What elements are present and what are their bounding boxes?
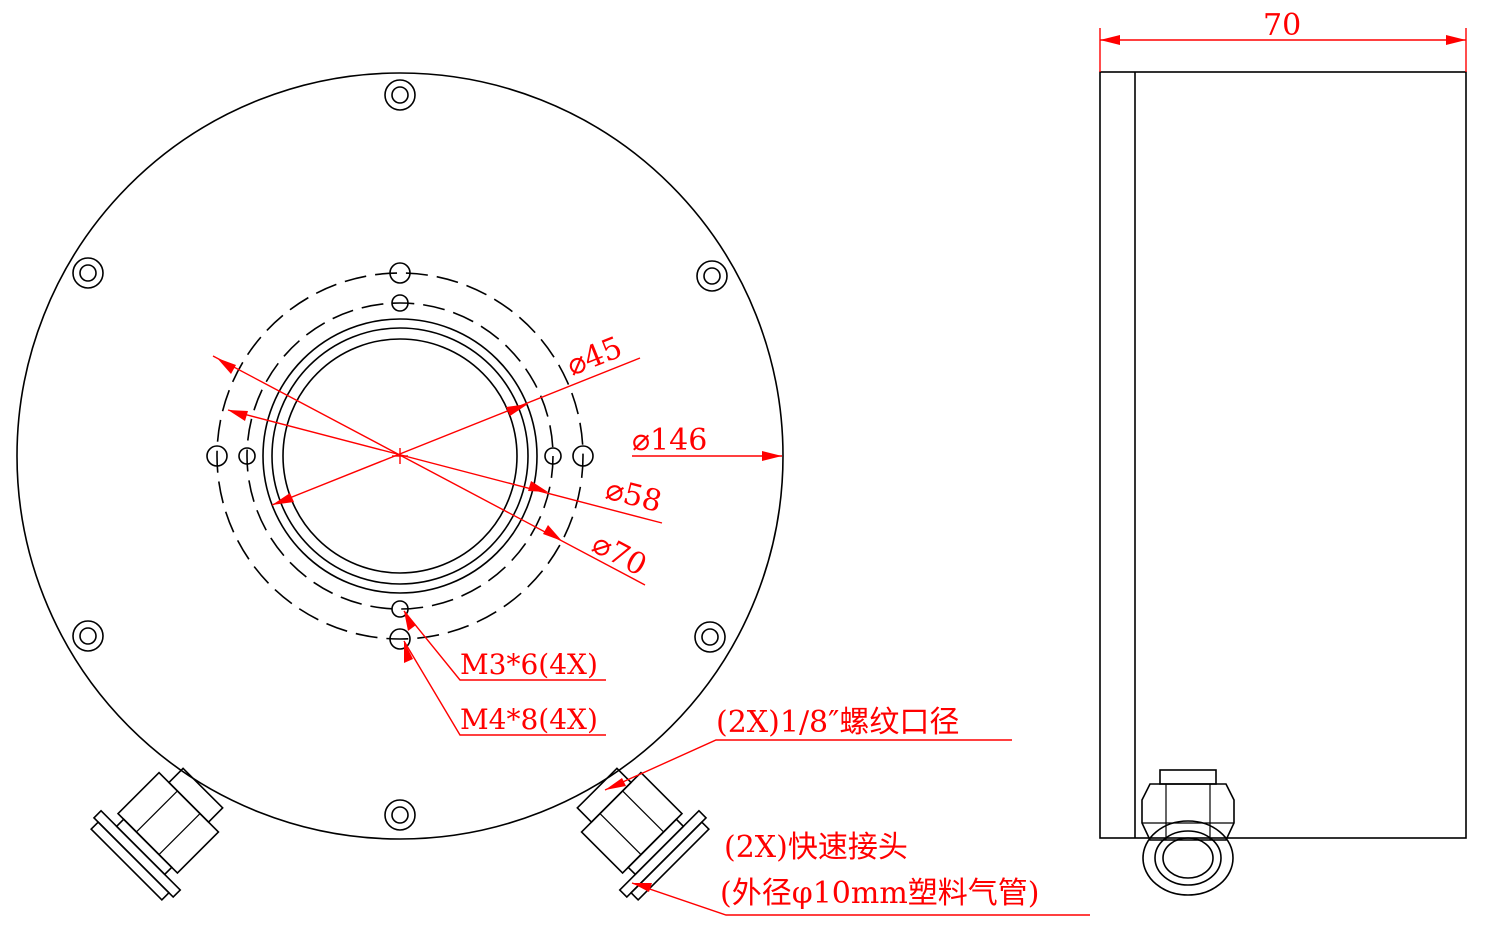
dimension-line-70 <box>212 355 646 586</box>
dim-label-70: ⌀70 <box>586 526 652 583</box>
mounting-hole <box>694 621 726 653</box>
width-dimension: 70 <box>1099 8 1467 72</box>
m4-threaded-holes <box>206 262 594 650</box>
left-quick-connector <box>90 767 224 901</box>
inner-dashed-bolt-circle <box>246 302 554 610</box>
dimension-line-58 <box>227 409 663 524</box>
mounting-hole <box>384 799 416 831</box>
front-dimensions: ⌀45 ⌀146 ⌀58 ⌀70 M3*6(4X) M4*8(4X) (2X)1… <box>212 330 1090 916</box>
m3-leader <box>403 610 606 681</box>
side-housing <box>1099 71 1467 839</box>
m3-callout: M3*6(4X) <box>460 648 598 681</box>
bore-ring-outer <box>262 318 538 594</box>
dim-label-45: ⌀45 <box>562 330 627 383</box>
front-view <box>16 72 784 901</box>
outer-mounting-holes <box>72 79 728 831</box>
dim-label-58: ⌀58 <box>602 472 665 520</box>
m4-leader <box>403 640 606 736</box>
mounting-hole <box>696 260 728 292</box>
outer-housing-circle <box>16 72 784 840</box>
mounting-hole <box>384 79 416 111</box>
m3-threaded-holes <box>238 294 562 618</box>
outer-dashed-bolt-circle <box>216 272 584 640</box>
bore-ring-inner <box>282 338 518 574</box>
mounting-hole <box>72 620 104 652</box>
mounting-hole <box>72 257 104 289</box>
m4-callout: M4*8(4X) <box>460 703 598 736</box>
connector-callout: (2X)快速接头 <box>724 830 908 865</box>
connector-leader <box>631 882 1090 916</box>
dim-label-width: 70 <box>1263 8 1301 43</box>
right-quick-connector <box>576 767 710 901</box>
side-connector <box>1141 769 1235 896</box>
side-view: 70 <box>1099 8 1467 896</box>
thread-port-leader <box>604 739 1012 791</box>
tube-spec-callout: (外径φ10mm塑料气管) <box>720 876 1039 911</box>
dimension-line-45 <box>271 357 641 506</box>
thread-port-callout: (2X)1/8″螺纹口径 <box>716 705 959 740</box>
bore-ring-middle <box>271 327 529 585</box>
dim-label-146: ⌀146 <box>632 423 707 458</box>
